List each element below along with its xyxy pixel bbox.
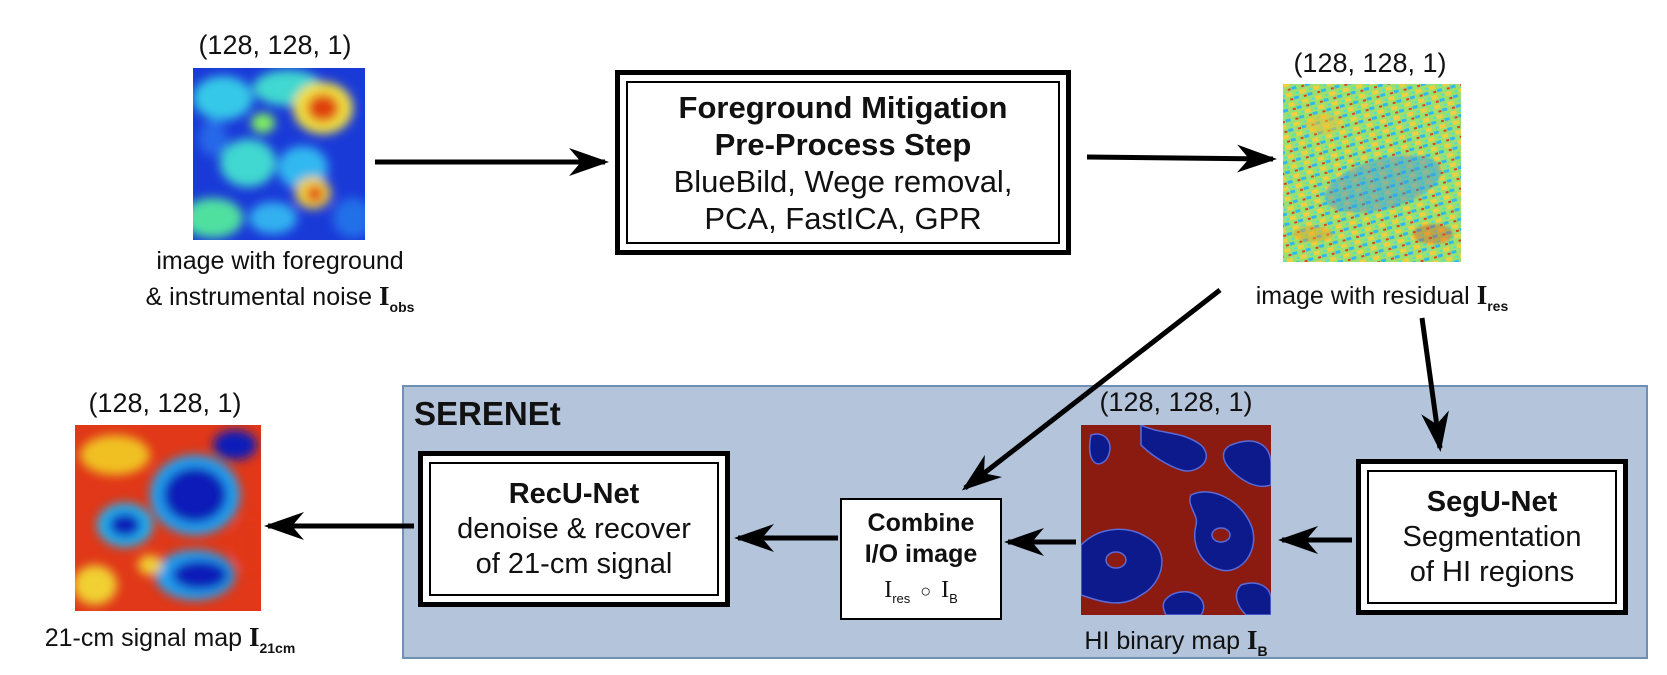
recunet-body-line2: of 21-cm signal (475, 547, 673, 580)
combine-formula: Ires ○ IB (884, 572, 958, 611)
residual-symbol: I (1476, 280, 1488, 310)
arrow-down-icon (961, 288, 1222, 491)
input-symbol: I (379, 281, 390, 311)
binary-caption: HI binary map IB (1056, 623, 1296, 662)
binary-symbol-sub: B (1257, 643, 1268, 659)
combine-box: Combine I/O image Ires ○ IB (840, 498, 1002, 620)
input-image (193, 68, 365, 240)
segunet-body-line2: of HI regions (1409, 555, 1575, 588)
input-caption-line1: image with foreground (156, 247, 404, 275)
preprocess-title-line2: Pre-Process Step (714, 126, 972, 162)
input-caption-text: & instrumental noise (145, 283, 373, 311)
preprocess-title-line1: Foreground Mitigation (678, 89, 1008, 125)
output-symbol-sub: 21cm (259, 640, 296, 656)
serenet-label: SERENEt (414, 395, 561, 432)
combine-formula-a: I (884, 576, 893, 603)
preprocess-body-line1: BlueBild, Wege removal, (673, 163, 1013, 199)
output-caption: 21-cm signal map I21cm (20, 620, 320, 659)
residual-dims-label: (128, 128, 1) (1293, 48, 1447, 78)
segunet-title: SegU-Net (1426, 485, 1558, 518)
combine-formula-b-sub: B (949, 590, 958, 606)
preprocess-box-inner: Foreground Mitigation Pre-Process Step B… (626, 81, 1060, 244)
binary-symbol: I (1246, 625, 1258, 655)
input-symbol-sub: obs (389, 299, 415, 315)
arrow-down-icon (1419, 317, 1449, 452)
binary-image (1081, 425, 1271, 615)
output-caption-text: 21-cm signal map (44, 624, 243, 652)
combine-formula-b: I (941, 576, 950, 603)
input-caption: image with foreground & instrumental noi… (120, 244, 440, 318)
residual-symbol-sub: res (1487, 298, 1509, 314)
segunet-box: SegU-Net Segmentation of HI regions (1356, 459, 1628, 615)
input-caption-line2: & instrumental noise Iobs (120, 279, 440, 318)
segunet-body-line1: Segmentation (1402, 520, 1582, 553)
combine-formula-op: ○ (920, 580, 932, 601)
combine-title-line1: Combine (867, 508, 975, 537)
residual-caption: image with residual Ires (1232, 278, 1532, 317)
combine-title-line2: I/O image (864, 539, 978, 568)
combine-formula-a-sub: res (892, 590, 911, 606)
preprocess-box: Foreground Mitigation Pre-Process Step B… (615, 70, 1071, 255)
binary-dims-label: (128, 128, 1) (1099, 387, 1253, 417)
recunet-body-line1: denoise & recover (457, 512, 691, 545)
residual-caption-text: image with residual (1255, 282, 1470, 310)
recunet-title: RecU-Net (508, 477, 640, 510)
binary-caption-text: HI binary map (1084, 627, 1241, 655)
segunet-box-inner: SegU-Net Segmentation of HI regions (1367, 470, 1617, 604)
output-symbol: I (248, 622, 260, 652)
recunet-box-inner: RecU-Net denoise & recover of 21-cm sign… (429, 462, 719, 596)
preprocess-body-line2: PCA, FastICA, GPR (704, 200, 982, 236)
arrow-right-icon (1086, 144, 1277, 173)
input-dims-label: (128, 128, 1) (198, 30, 352, 60)
residual-image (1283, 84, 1461, 262)
recunet-box: RecU-Net denoise & recover of 21-cm sign… (418, 451, 730, 607)
output-dims-label: (128, 128, 1) (88, 388, 242, 418)
output-image (75, 425, 261, 611)
